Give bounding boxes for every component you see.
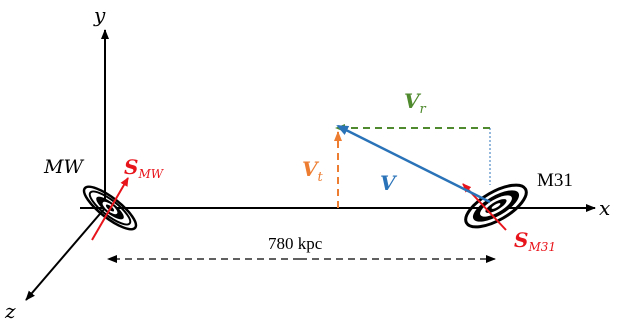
s-mw-symbol: S (124, 155, 138, 179)
v-r-subscript: r (420, 102, 427, 117)
distance-label: 780 kpc (268, 234, 323, 253)
s-m31-symbol: S (514, 228, 528, 252)
v-label: V (380, 171, 398, 195)
v-t-subscript: t (318, 170, 324, 185)
m31-galaxy-icon (464, 183, 528, 229)
v-t-symbol: V (302, 157, 320, 181)
v-r-symbol: V (404, 89, 422, 113)
z-axis-label: z (4, 299, 16, 322)
m31-label: M31 (537, 170, 573, 191)
v-r-label: Vr (404, 89, 427, 117)
s-mw-arrow (91, 177, 129, 241)
v-t-label: Vt (302, 157, 324, 185)
s-mw-label: SMW (124, 155, 165, 181)
z-axis (25, 207, 106, 301)
x-axis-label: x (599, 196, 610, 220)
s-m31-subscript: M31 (527, 240, 556, 254)
m31-label-text: M31 (537, 170, 573, 191)
s-mw-subscript: MW (137, 167, 164, 181)
v-arrow (336, 124, 491, 204)
mw-label: MW (43, 156, 84, 178)
y-axis-label: y (93, 3, 106, 27)
s-m31-label: SM31 (514, 228, 556, 254)
